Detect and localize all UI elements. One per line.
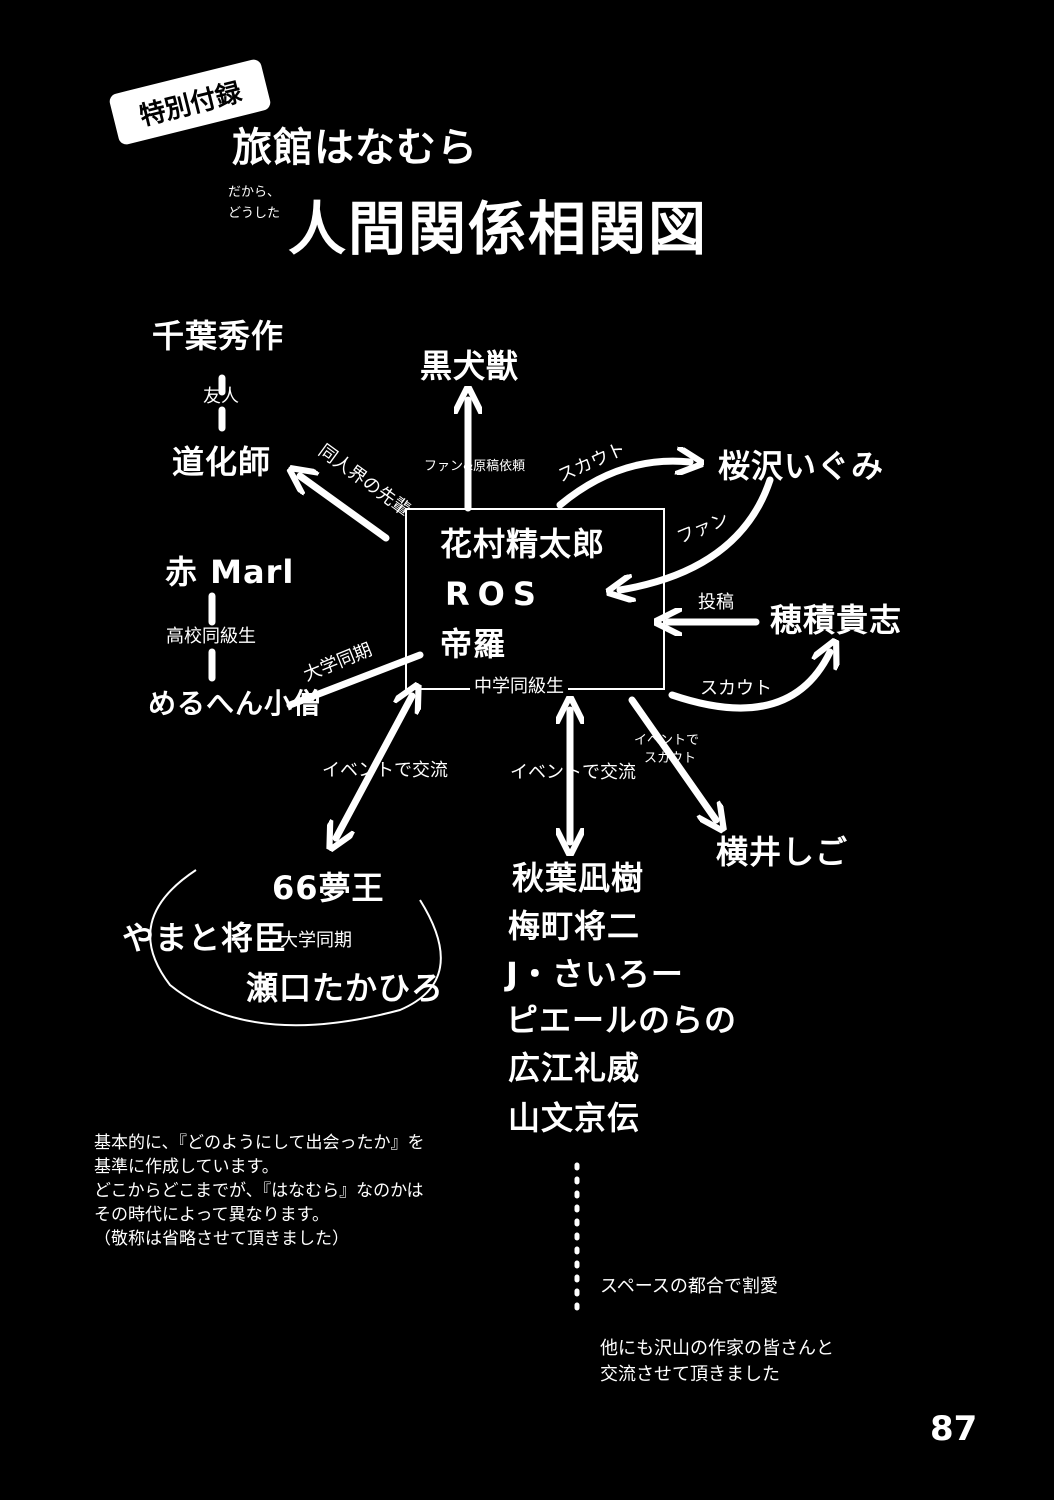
node-aka: 赤 Marl — [165, 553, 295, 591]
node-meru: めるへん小僧 — [148, 687, 323, 720]
arrow-scout-sakura — [556, 461, 690, 509]
node-chiba: 千葉秀作 — [152, 317, 285, 355]
node-douke: 道化師 — [172, 443, 272, 481]
edge-event-2: イベントで交流 — [510, 762, 636, 783]
edge-event-scout-2: スカウト — [644, 751, 697, 766]
edge-koukou: 高校同級生 — [166, 626, 256, 647]
list-item-yamabun: 山文京伝 — [508, 1099, 641, 1137]
center-bottom-label: 中学同級生 — [470, 678, 568, 696]
node-sakura: 桜沢いぐみ — [718, 447, 884, 485]
note-left-4: その時代によって異なります。 — [94, 1205, 329, 1225]
edge-event-1: イベントで交流 — [322, 760, 448, 781]
title-prefix-1: だから、 — [228, 185, 281, 200]
note-right-1: スペースの都合で割愛 — [600, 1276, 778, 1297]
ryokan-title: 旅館はなむら — [232, 125, 478, 171]
arrow-event-scout-yokoi — [628, 696, 716, 820]
ring-node-yamato: やまと将臣 — [122, 919, 288, 957]
note-left-5: （敬称は省略させて頂きました） — [94, 1229, 349, 1249]
node-yokoi: 横井しご — [716, 833, 849, 871]
list-item-jsairo: J・さいろー — [506, 955, 684, 993]
edge-fan-irai: ファン&原稿依頼 — [424, 459, 526, 474]
page-title: 人間関係相関図 — [288, 195, 709, 263]
arrow-fan-sakura — [620, 476, 774, 590]
arrow-to-douke — [300, 476, 390, 542]
ring-node-seguchi: 瀬口たかひろ — [246, 969, 445, 1007]
title-prefix-2: どうした — [228, 206, 281, 221]
ring-node-66: 66夢王 — [272, 869, 385, 907]
arrow-event-ring — [336, 696, 412, 838]
member-hanamura: 花村精太郎 — [440, 525, 606, 563]
member-ros: ROS — [445, 575, 544, 613]
note-right-2: 他にも沢山の作家の皆さんと — [600, 1338, 834, 1359]
list-item-umemachi: 梅町将二 — [508, 907, 641, 945]
note-left-1: 基本的に、『どのようにして出会ったか』を — [94, 1133, 425, 1153]
list-item-hiroe: 広江礼威 — [508, 1049, 641, 1087]
note-left-2: 基準に作成しています。 — [94, 1157, 279, 1177]
node-hozumi: 穂積貴志 — [770, 601, 903, 639]
edge-event-scout-1: イベントで — [634, 733, 700, 748]
member-teira: 帝羅 — [440, 625, 507, 663]
note-right-3: 交流させて頂きました — [600, 1364, 780, 1385]
node-kuro: 黒犬獣 — [420, 347, 520, 385]
edge-scout-2: スカウト — [700, 678, 772, 699]
page-number: 87 — [930, 1409, 978, 1449]
list-item-pierre: ピエールのらの — [506, 1001, 738, 1039]
ring-enclosure — [149, 869, 442, 1027]
edge-toukou: 投稿 — [698, 592, 734, 613]
list-item-akiba: 秋葉凪樹 — [512, 859, 645, 897]
edge-yuujin: 友人 — [203, 386, 239, 407]
note-left-3: どこからどこまでが、『はなむら』なのかは — [94, 1181, 424, 1201]
edge-daigaku-2: 大学同期 — [280, 930, 352, 951]
arrow-scout-hozumi — [668, 652, 830, 712]
